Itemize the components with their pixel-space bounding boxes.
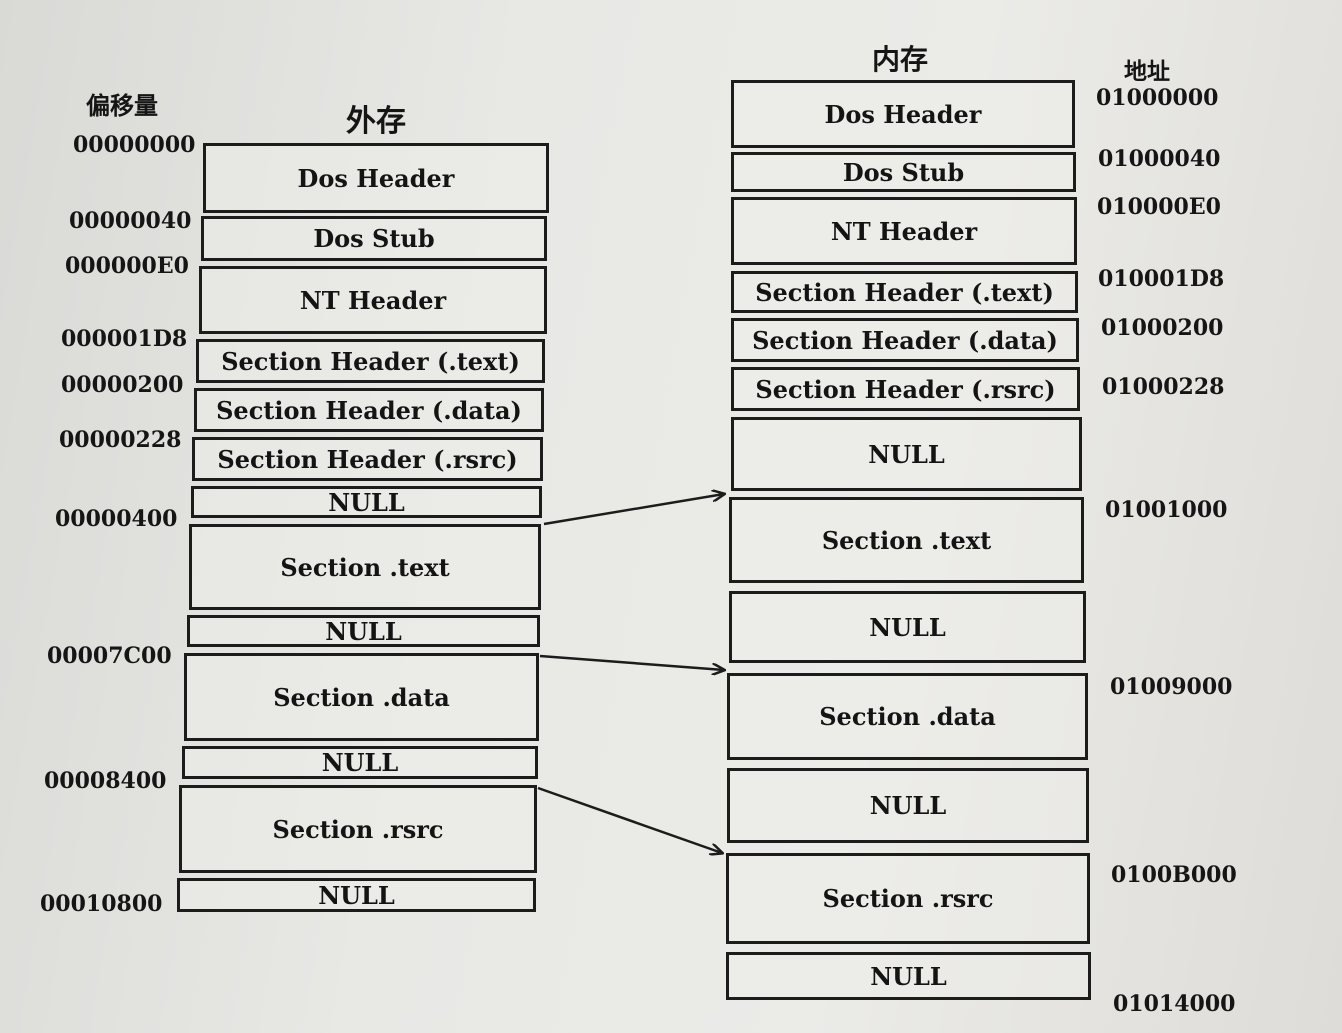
disk-offset: 00000000: [73, 132, 196, 158]
disk-title: 外存: [346, 104, 406, 139]
disk-nt-header: NT Header: [199, 266, 547, 334]
mem-section-header-data: Section Header (.data): [731, 318, 1079, 362]
mem-dos-header: Dos Header: [731, 80, 1075, 148]
disk-offset: 000000E0: [65, 253, 189, 279]
disk-section-data: Section .data: [184, 653, 539, 741]
disk-offset: 00000228: [59, 427, 182, 453]
disk-section-header-data: Section Header (.data): [194, 388, 544, 432]
mem-address: 01000200: [1101, 315, 1224, 341]
disk-section-text: Section .text: [189, 524, 541, 610]
mem-address: 01000000: [1096, 85, 1219, 111]
mem-null-1: NULL: [731, 417, 1082, 491]
disk-null-2: NULL: [187, 615, 540, 647]
mem-null-4: NULL: [726, 952, 1091, 1000]
mem-address: 01014000: [1113, 991, 1236, 1017]
disk-section-header-text: Section Header (.text): [196, 339, 545, 383]
arrow-data-mapping: [539, 654, 724, 670]
disk-offset: 00008400: [44, 768, 167, 794]
disk-section-header-rsrc: Section Header (.rsrc): [192, 437, 543, 481]
arrow-rsrc-mapping: [537, 786, 722, 853]
disk-null-3: NULL: [182, 746, 538, 779]
disk-offset: 00000200: [61, 372, 184, 398]
disk-offset: 00000400: [55, 506, 178, 532]
mem-section-rsrc: Section .rsrc: [726, 853, 1090, 944]
offset-heading: 偏移量: [86, 92, 158, 120]
mem-null-2: NULL: [729, 591, 1086, 663]
disk-dos-stub: Dos Stub: [201, 216, 547, 261]
mem-address: 010000E0: [1097, 194, 1221, 220]
disk-offset: 00000040: [69, 208, 192, 234]
mem-address: 010001D8: [1098, 266, 1225, 292]
disk-dos-header: Dos Header: [203, 143, 549, 213]
arrow-text-mapping: [543, 494, 724, 526]
mem-nt-header: NT Header: [731, 197, 1077, 265]
mem-address: 01000228: [1102, 374, 1225, 400]
mem-address: 0100B000: [1111, 862, 1237, 888]
disk-null-4: NULL: [177, 878, 536, 912]
disk-section-rsrc: Section .rsrc: [179, 785, 537, 873]
disk-offset: 00007C00: [47, 643, 172, 669]
mem-null-3: NULL: [727, 768, 1089, 843]
disk-offset: 000001D8: [61, 326, 188, 352]
mem-section-text: Section .text: [729, 497, 1084, 583]
mem-address: 01000040: [1098, 146, 1221, 172]
disk-null-1: NULL: [191, 486, 542, 518]
address-heading: 地址: [1124, 59, 1170, 85]
mem-dos-stub: Dos Stub: [731, 152, 1076, 192]
mem-address: 01001000: [1105, 497, 1228, 523]
mem-address: 01009000: [1110, 674, 1233, 700]
memory-title: 内存: [872, 43, 929, 76]
mem-section-data: Section .data: [727, 673, 1088, 760]
disk-offset: 00010800: [40, 891, 163, 917]
mem-section-header-rsrc: Section Header (.rsrc): [731, 367, 1080, 411]
mem-section-header-text: Section Header (.text): [731, 271, 1078, 313]
